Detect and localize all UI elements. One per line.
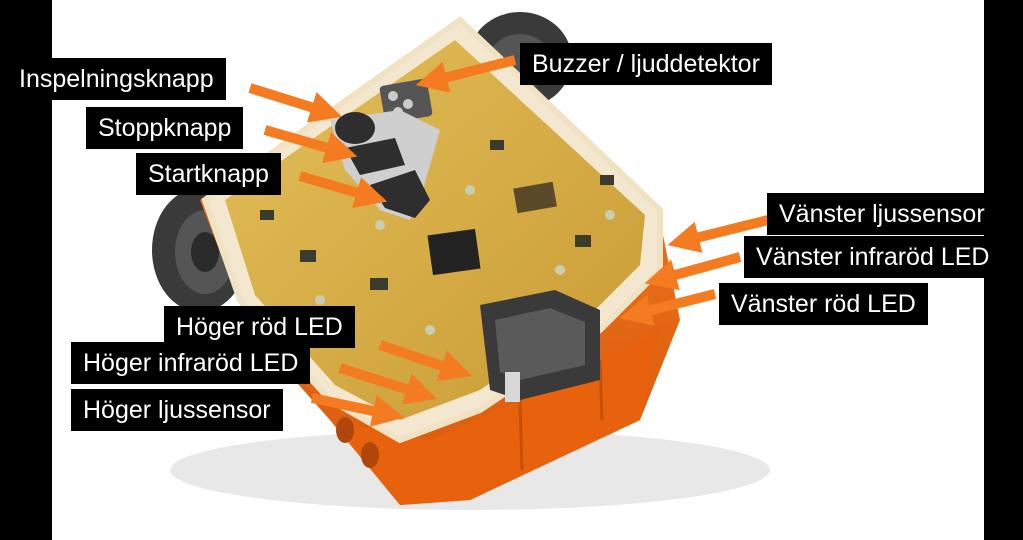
arrow-start xyxy=(298,171,388,208)
arrow-left-light-sensor xyxy=(667,215,770,253)
label-right-red-led: Höger röd LED xyxy=(164,306,355,348)
stop-button-shape xyxy=(345,138,405,175)
annotation-arrows xyxy=(248,55,770,427)
label-right-ir-led: Höger infraröd LED xyxy=(71,342,311,384)
board-components xyxy=(260,140,615,335)
label-record-button: Inspelningsknapp xyxy=(7,58,226,100)
arrow-left-ir-led xyxy=(644,252,742,291)
record-button-shape xyxy=(335,112,375,144)
arrow-right-light-sensor xyxy=(310,393,405,427)
label-start-button: Startknapp xyxy=(136,153,281,195)
arrow-buzzer xyxy=(415,55,517,93)
label-left-red-led: Vänster röd LED xyxy=(719,283,928,325)
label-buzzer: Buzzer / ljuddetektor xyxy=(520,43,772,85)
arrow-right-ir-led xyxy=(338,363,438,405)
label-left-light-sensor: Vänster ljussensor xyxy=(767,193,997,235)
arrow-right-red-led xyxy=(378,340,473,382)
label-left-ir-led: Vänster infraröd LED xyxy=(744,236,1002,278)
arrow-stop xyxy=(263,125,358,164)
front-sensor-block xyxy=(480,290,600,402)
label-right-light-sensor: Höger ljussensor xyxy=(71,389,283,431)
arrow-record xyxy=(248,83,343,123)
label-stop-button: Stoppknapp xyxy=(86,107,244,149)
arrow-left-red-led xyxy=(619,289,717,326)
